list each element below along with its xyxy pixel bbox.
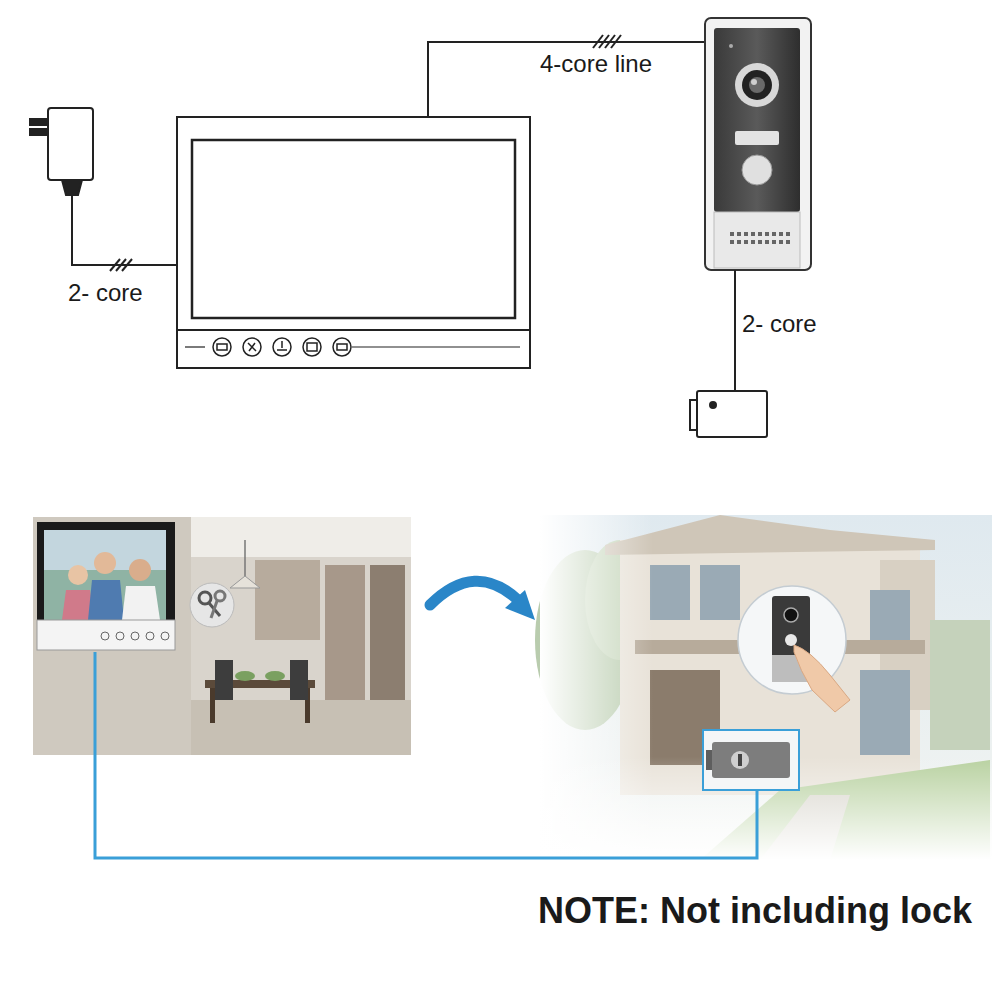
wire xyxy=(428,35,706,117)
room-photo xyxy=(33,517,411,755)
door-camera-station xyxy=(705,18,811,270)
wire-label: 2- core xyxy=(742,310,817,338)
house-photo xyxy=(535,515,992,860)
note-text: NOTE: Not including lock xyxy=(538,890,972,931)
electric-lock xyxy=(690,391,767,437)
wire-label: 4-core line xyxy=(540,50,652,78)
power-adapter xyxy=(30,108,93,195)
wire xyxy=(72,195,178,271)
indoor-monitor xyxy=(177,117,530,368)
curved-arrow xyxy=(430,581,535,620)
wire-label: 2- core xyxy=(68,279,143,307)
lock-callout xyxy=(703,730,799,790)
doorbell-callout xyxy=(738,586,850,712)
connection-line xyxy=(95,652,757,858)
wire xyxy=(734,270,736,392)
